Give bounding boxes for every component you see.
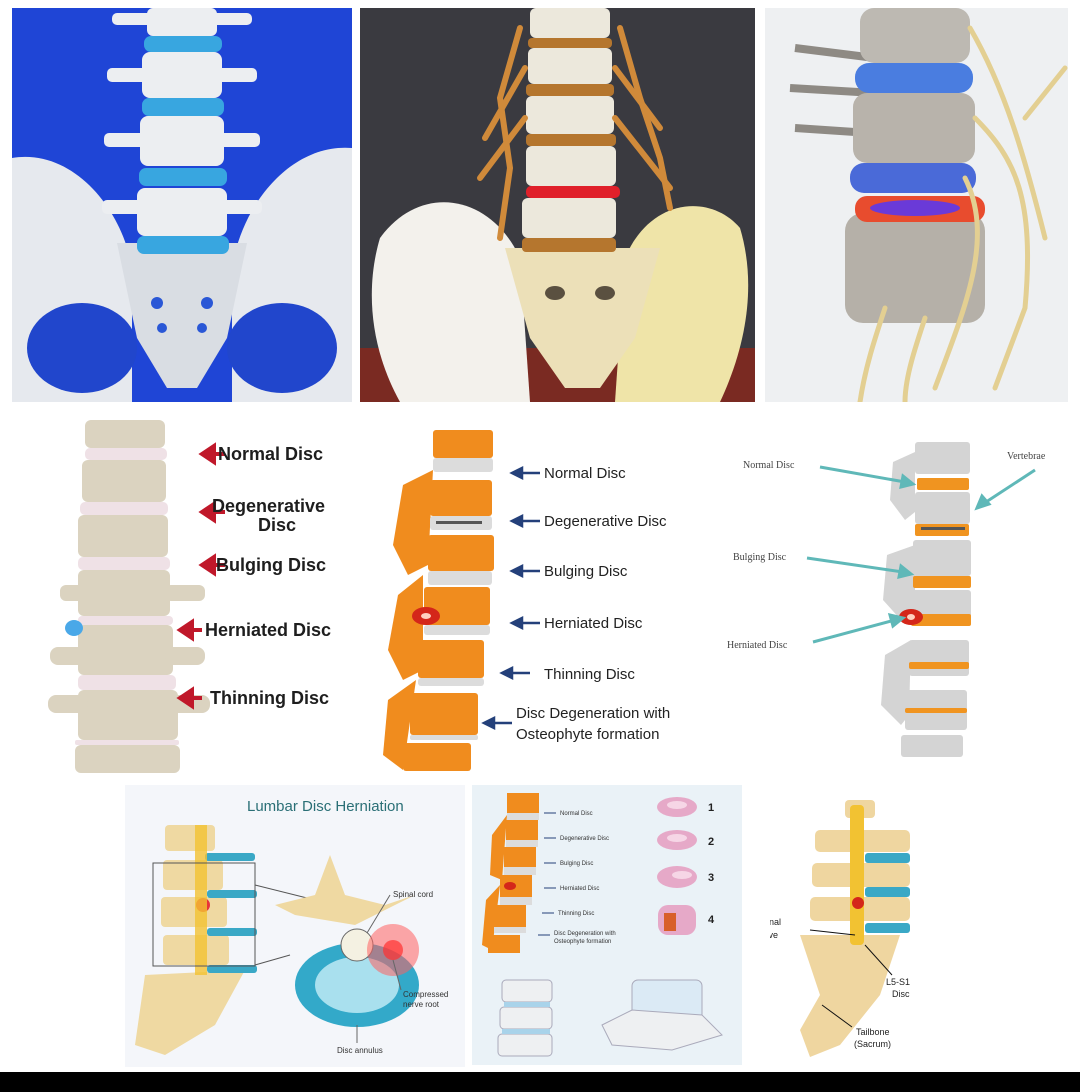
stage-number-4: 4 [708,914,715,926]
label-bulging-disc: Bulging Disc [560,861,593,867]
side-spine [135,825,245,1055]
vertebra-column [48,420,210,773]
label-normal-disc: Normal Disc [743,460,795,471]
diagram-disc-types-orange: Normal Disc Degenerative Disc Bulging Di… [378,425,723,775]
label-disc-degeneration: Disc Degeneration with [554,931,616,937]
photo-spine-model [360,8,755,402]
label-disc-annulus: Disc annulus [337,1046,383,1055]
label-herniated-disc: Herniated Disc [727,640,788,651]
title: Lumbar Disc Herniation [247,798,404,815]
label-bulging-disc: Bulging Disc [216,555,326,575]
label-spinal-cord: Spinal cord [393,890,433,899]
diagram-disc-types-realistic: Normal Disc Degenerative Disc Bulging Di… [30,415,375,777]
label-disc-degeneration: Disc Degeneration with [516,705,670,722]
label-herniated-disc: Herniated Disc [544,615,643,632]
navy-arrows [481,465,540,731]
label-degenerative-disc: Disc [258,515,296,535]
label-normal-disc: Normal Disc [560,811,593,817]
label-osteophyte-formation: Osteophyte formation [554,939,611,945]
label-degenerative-disc: Degenerative Disc [560,836,609,842]
label-nerve: Nerve [770,930,778,940]
diagram-disc-types-grey: Normal Disc Vertebrae Bulging Disc Herni… [725,440,1070,760]
teal-arrows [806,465,1036,644]
label-arrows [176,442,225,710]
label-thinning-disc: Thinning Disc [210,688,329,708]
label-normal-disc: Normal Disc [544,465,626,482]
label-normal-disc: Normal Disc [218,444,323,464]
label-degenerative-disc: Degenerative Disc [544,513,667,530]
label-l5-s1: L5-S1 [886,977,910,987]
stage-number-1: 1 [708,802,714,814]
herniation-blob [65,620,83,636]
stage-number-3: 3 [708,872,714,884]
diagram-lumbar-disc-herniation: Lumbar Disc Herniation [125,785,465,1067]
label-bulging-disc: Bulging Disc [544,563,628,580]
leader-lines [809,929,893,1028]
label-spinal: Spinal [770,917,781,927]
disc-stage-icons [657,797,697,935]
grey-discs [410,458,493,740]
diagram-l5-s1-side-view: Spinal Nerve L5-S1 Disc Tailbone (Sacrum… [770,795,940,1065]
photo-spine-blue-background [12,8,352,402]
label-herniated-disc: Herniated Disc [205,620,331,640]
stage-number-2: 2 [708,836,714,848]
diagram-disc-stages-mini: Normal Disc Degenerative Disc Bulging Di… [472,785,742,1065]
label-thinning-disc: Thinning Disc [558,911,594,917]
label-disc: Disc [892,989,910,999]
illustration-nerve-compression-3d [765,8,1068,402]
label-herniated-disc: Herniated Disc [560,886,599,892]
orange-discs [905,478,971,713]
label-compressed: Compressed [403,990,448,999]
disc-set [75,448,179,745]
orange-vertebrae [383,430,494,771]
label-bulging-disc: Bulging Disc [733,552,787,563]
label-degenerative: Degenerative [212,496,325,516]
label-vertebrae: Vertebrae [1007,451,1046,462]
label-thinning-disc: Thinning Disc [544,666,635,683]
label-osteophyte-formation: Osteophyte formation [516,726,659,743]
bottom-black-bar [0,1072,1080,1092]
label-tailbone: Tailbone [856,1027,890,1037]
label-nerve-root: nerve root [403,1000,440,1009]
label-sacrum: (Sacrum) [854,1039,891,1049]
